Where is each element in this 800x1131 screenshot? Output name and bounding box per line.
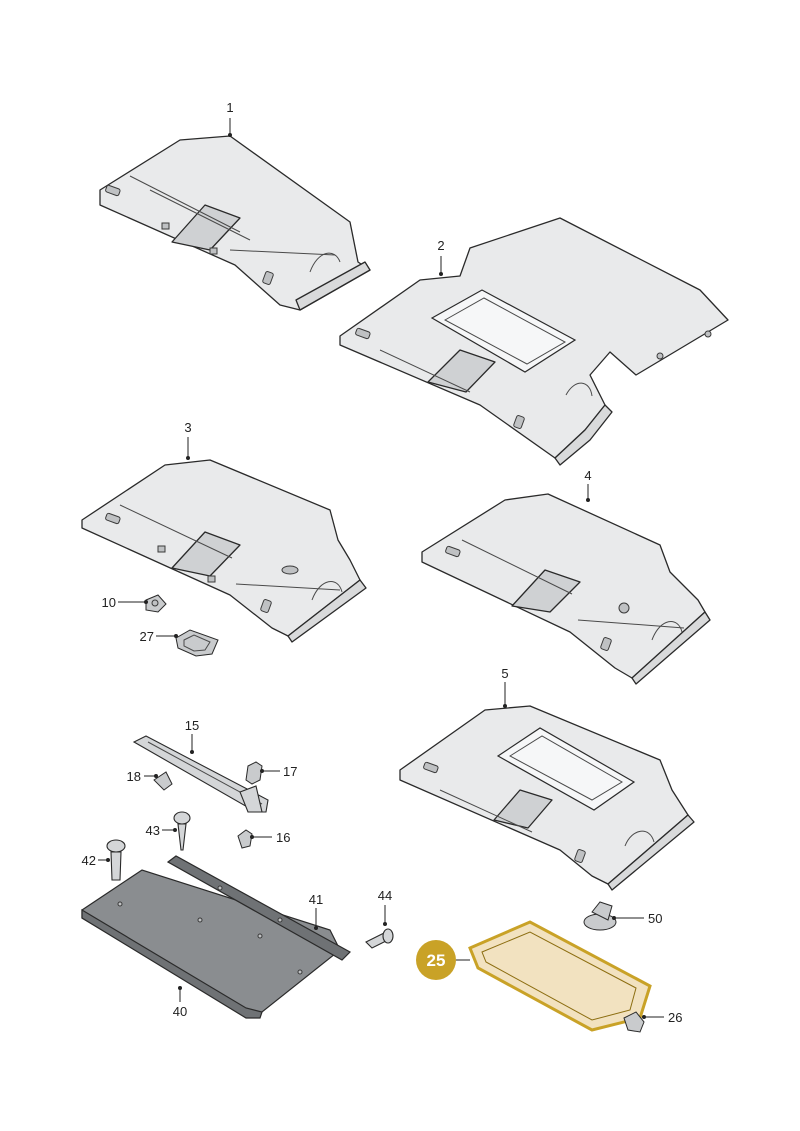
callout-18: 18 <box>127 769 141 784</box>
clip-part-18 <box>153 771 173 791</box>
headliner-part-3 <box>81 459 367 643</box>
callout-43: 43 <box>146 823 160 838</box>
callout-26: 26 <box>668 1010 682 1025</box>
callout-5: 5 <box>501 666 508 681</box>
callout-2: 2 <box>437 238 444 253</box>
callout-3: 3 <box>184 420 191 435</box>
callout-25-badge[interactable]: 25 <box>416 940 456 980</box>
callout-17: 17 <box>283 764 297 779</box>
callout-16: 16 <box>276 830 290 845</box>
sunroof-seal-part-25 <box>468 920 652 1032</box>
cover-part-27 <box>175 629 219 657</box>
headliner-part-1 <box>99 135 371 311</box>
shelf-part-40 <box>81 869 341 1019</box>
callout-50: 50 <box>648 911 662 926</box>
leader-lines <box>98 118 664 1019</box>
callout-25: 25 <box>427 951 446 970</box>
callout-27: 27 <box>140 629 154 644</box>
holder-part-50 <box>583 901 617 931</box>
screw-part-42 <box>106 839 126 881</box>
headliner-part-2 <box>339 217 729 466</box>
callout-42: 42 <box>82 853 96 868</box>
nut-part-17 <box>245 761 263 785</box>
screw-part-43 <box>173 811 191 851</box>
rail-part-15 <box>132 735 269 813</box>
callout-44: 44 <box>378 888 392 903</box>
callout-4: 4 <box>584 468 591 483</box>
clip-part-26 <box>623 1011 645 1033</box>
callout-1: 1 <box>226 100 233 115</box>
headliner-part-5 <box>399 705 695 891</box>
screw-part-16 <box>237 829 253 849</box>
screw-part-44 <box>365 928 394 949</box>
clip-part-10 <box>145 594 167 613</box>
headliner-part-4 <box>421 493 711 685</box>
strip-part-41 <box>166 855 351 961</box>
callout-15: 15 <box>185 718 199 733</box>
callout-41: 41 <box>309 892 323 907</box>
callout-40: 40 <box>173 1004 187 1019</box>
callout-10: 10 <box>102 595 116 610</box>
callout-labels: 1 2 3 4 5 10 15 16 17 18 26 27 40 41 42 … <box>82 100 683 1025</box>
